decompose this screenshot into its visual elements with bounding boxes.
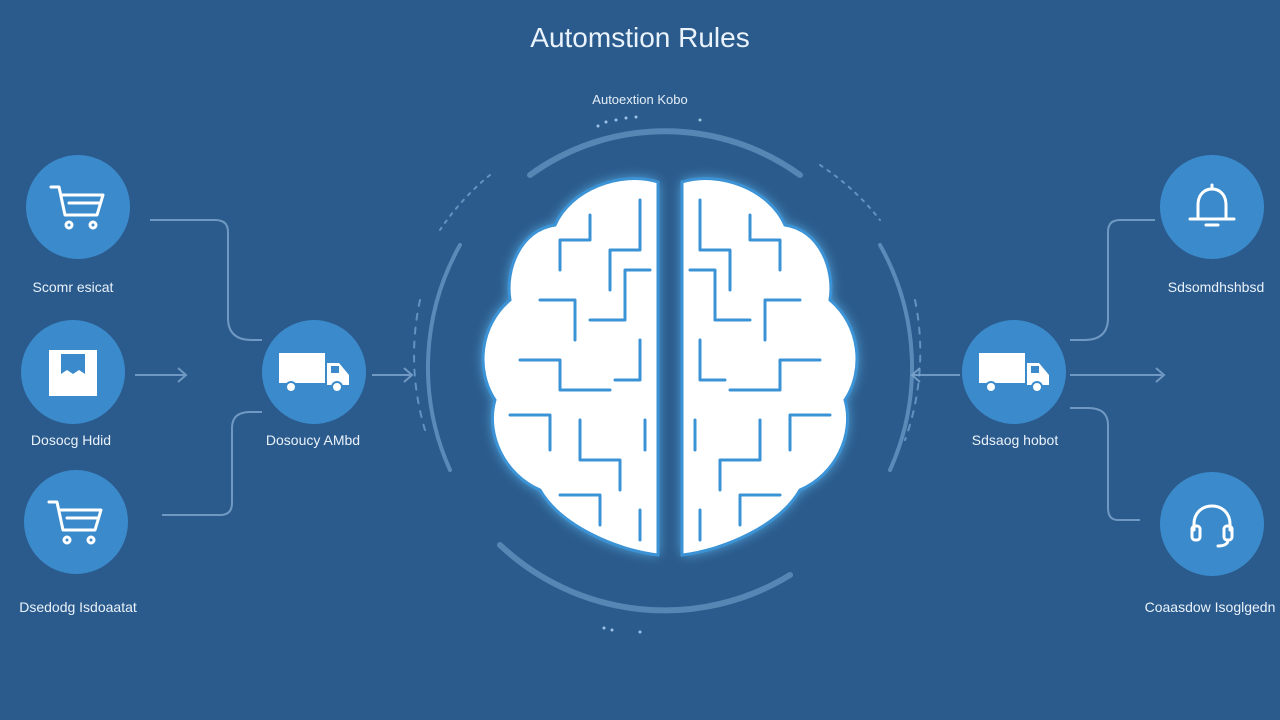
node-left-top-label: Scomr esicat <box>32 279 114 295</box>
node-center-right-label: Sdsaog hobot <box>971 432 1059 448</box>
delivery-truck-icon <box>979 353 1049 393</box>
node-right-bot-label: Coaasdow Isoglgedn <box>1144 599 1276 615</box>
node-left-mid <box>21 320 125 424</box>
node-center-left-label: Dosoucy AMbd <box>265 432 361 448</box>
package-box-icon <box>49 350 97 396</box>
wire-left-bot <box>162 411 262 516</box>
node-center-right <box>962 320 1066 424</box>
arrow-center-left-icon <box>403 367 414 383</box>
shopping-cart-icon <box>49 185 105 230</box>
node-left-bot <box>24 470 128 574</box>
headset-icon <box>1190 504 1234 548</box>
arrow-left-mid-icon <box>177 367 188 383</box>
node-left-mid-label: Dosocg Hdid <box>30 432 112 448</box>
bell-icon <box>1188 183 1236 227</box>
shopping-cart-icon <box>47 500 103 545</box>
node-center-left <box>262 320 366 424</box>
brain-icon <box>410 130 930 575</box>
wire-left-top <box>150 219 262 341</box>
diagram-subtitle: Autoextion Kobo <box>592 92 688 107</box>
delivery-truck-icon <box>279 353 349 393</box>
node-right-top-label: Sdsomdhshbsd <box>1167 279 1265 295</box>
wire-right-bot <box>1070 407 1140 521</box>
node-right-top <box>1160 155 1264 259</box>
arrow-right-mid-icon <box>1155 367 1166 383</box>
wire-right-top <box>1070 219 1155 341</box>
diagram-title: Automstion Rules <box>530 22 750 53</box>
node-left-bot-label: Dsedodg Isdoaatat <box>19 599 137 615</box>
node-left-top <box>26 155 130 259</box>
node-right-bot <box>1160 472 1264 576</box>
